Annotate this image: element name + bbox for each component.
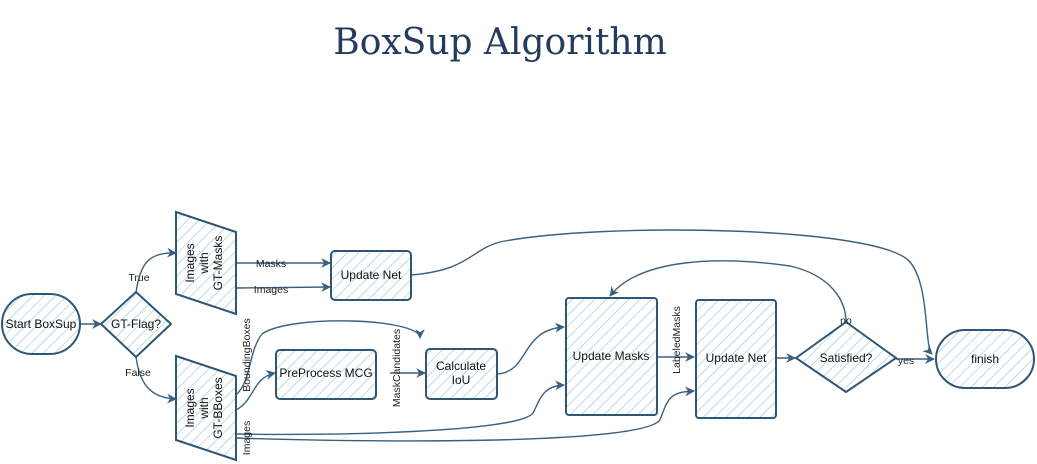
edge-iou-to-updatemasks <box>496 322 565 375</box>
start-label: Start BoxSup <box>6 317 77 331</box>
calc-iou-line2: IoU <box>452 373 471 387</box>
node-preprocess-mcg: PreProcess MCG <box>275 349 377 400</box>
edge-label-false: False <box>125 367 151 379</box>
edge-label-boundingboxes: BoundingBoxes <box>241 318 253 392</box>
edge-label-images-bottom: Images <box>241 421 253 455</box>
edge-label-true: True <box>128 272 149 284</box>
node-start-boxsup: Start BoxSup <box>1 293 81 355</box>
update-masks-label: Update Masks <box>573 349 650 363</box>
edge-label-images-top: Images <box>254 284 288 296</box>
edge-images-to-updatenet <box>235 386 695 442</box>
node-calculate-iou: Calculate IoU <box>425 348 498 400</box>
node-gt-flag: GT-Flag? <box>99 290 173 359</box>
edge-bbox-to-preprocess <box>235 370 276 411</box>
images-bboxes-line3: GT-BBoxes <box>211 377 225 438</box>
edge-label-no: no <box>840 315 852 327</box>
node-images-gt-bboxes: Images with GT-BBoxes <box>175 354 237 462</box>
edge-true <box>135 247 177 294</box>
edge-images-top <box>235 282 331 292</box>
edge-updatenet-to-finish <box>410 229 933 355</box>
edge-labels: True False Masks Images BoundingBoxes Im… <box>125 258 914 455</box>
edge-label-labeledmasks: LabeledMasks <box>671 306 683 374</box>
node-update-net-top: Update Net <box>330 250 412 301</box>
edge-images-to-updatemasks <box>235 380 565 436</box>
images-masks-line3: GT-Masks <box>211 236 225 291</box>
images-masks-line1: Images <box>183 243 197 282</box>
images-bboxes-line1: Images <box>183 388 197 427</box>
node-update-net-right: Update Net <box>695 299 777 419</box>
edge-label-maskcandidates: MaskCandidates <box>391 329 403 407</box>
images-bboxes-line2: with <box>197 397 211 419</box>
edge-boundingboxes <box>235 320 425 396</box>
diagram-title: BoxSup Algorithm <box>333 22 667 63</box>
finish-label: finish <box>971 352 999 366</box>
preprocess-label: PreProcess MCG <box>279 366 372 380</box>
node-images-gt-masks: Images with GT-Masks <box>175 210 237 316</box>
update-net-top-label: Update Net <box>341 268 402 282</box>
edge-label-masks: Masks <box>256 258 286 270</box>
node-satisfied: Satisfied? <box>794 320 898 394</box>
update-net-right-label: Update Net <box>706 351 767 365</box>
edge-false <box>135 356 177 404</box>
calc-iou-line1: Calculate <box>436 359 486 373</box>
satisfied-label: Satisfied? <box>820 351 873 365</box>
edge-label-yes: yes <box>898 355 914 367</box>
node-update-masks: Update Masks <box>565 297 658 416</box>
node-finish: finish <box>935 329 1035 389</box>
images-masks-line2: with <box>197 252 211 274</box>
edges <box>80 229 935 442</box>
gt-flag-label: GT-Flag? <box>111 317 161 331</box>
edge-no-loop <box>609 260 847 323</box>
